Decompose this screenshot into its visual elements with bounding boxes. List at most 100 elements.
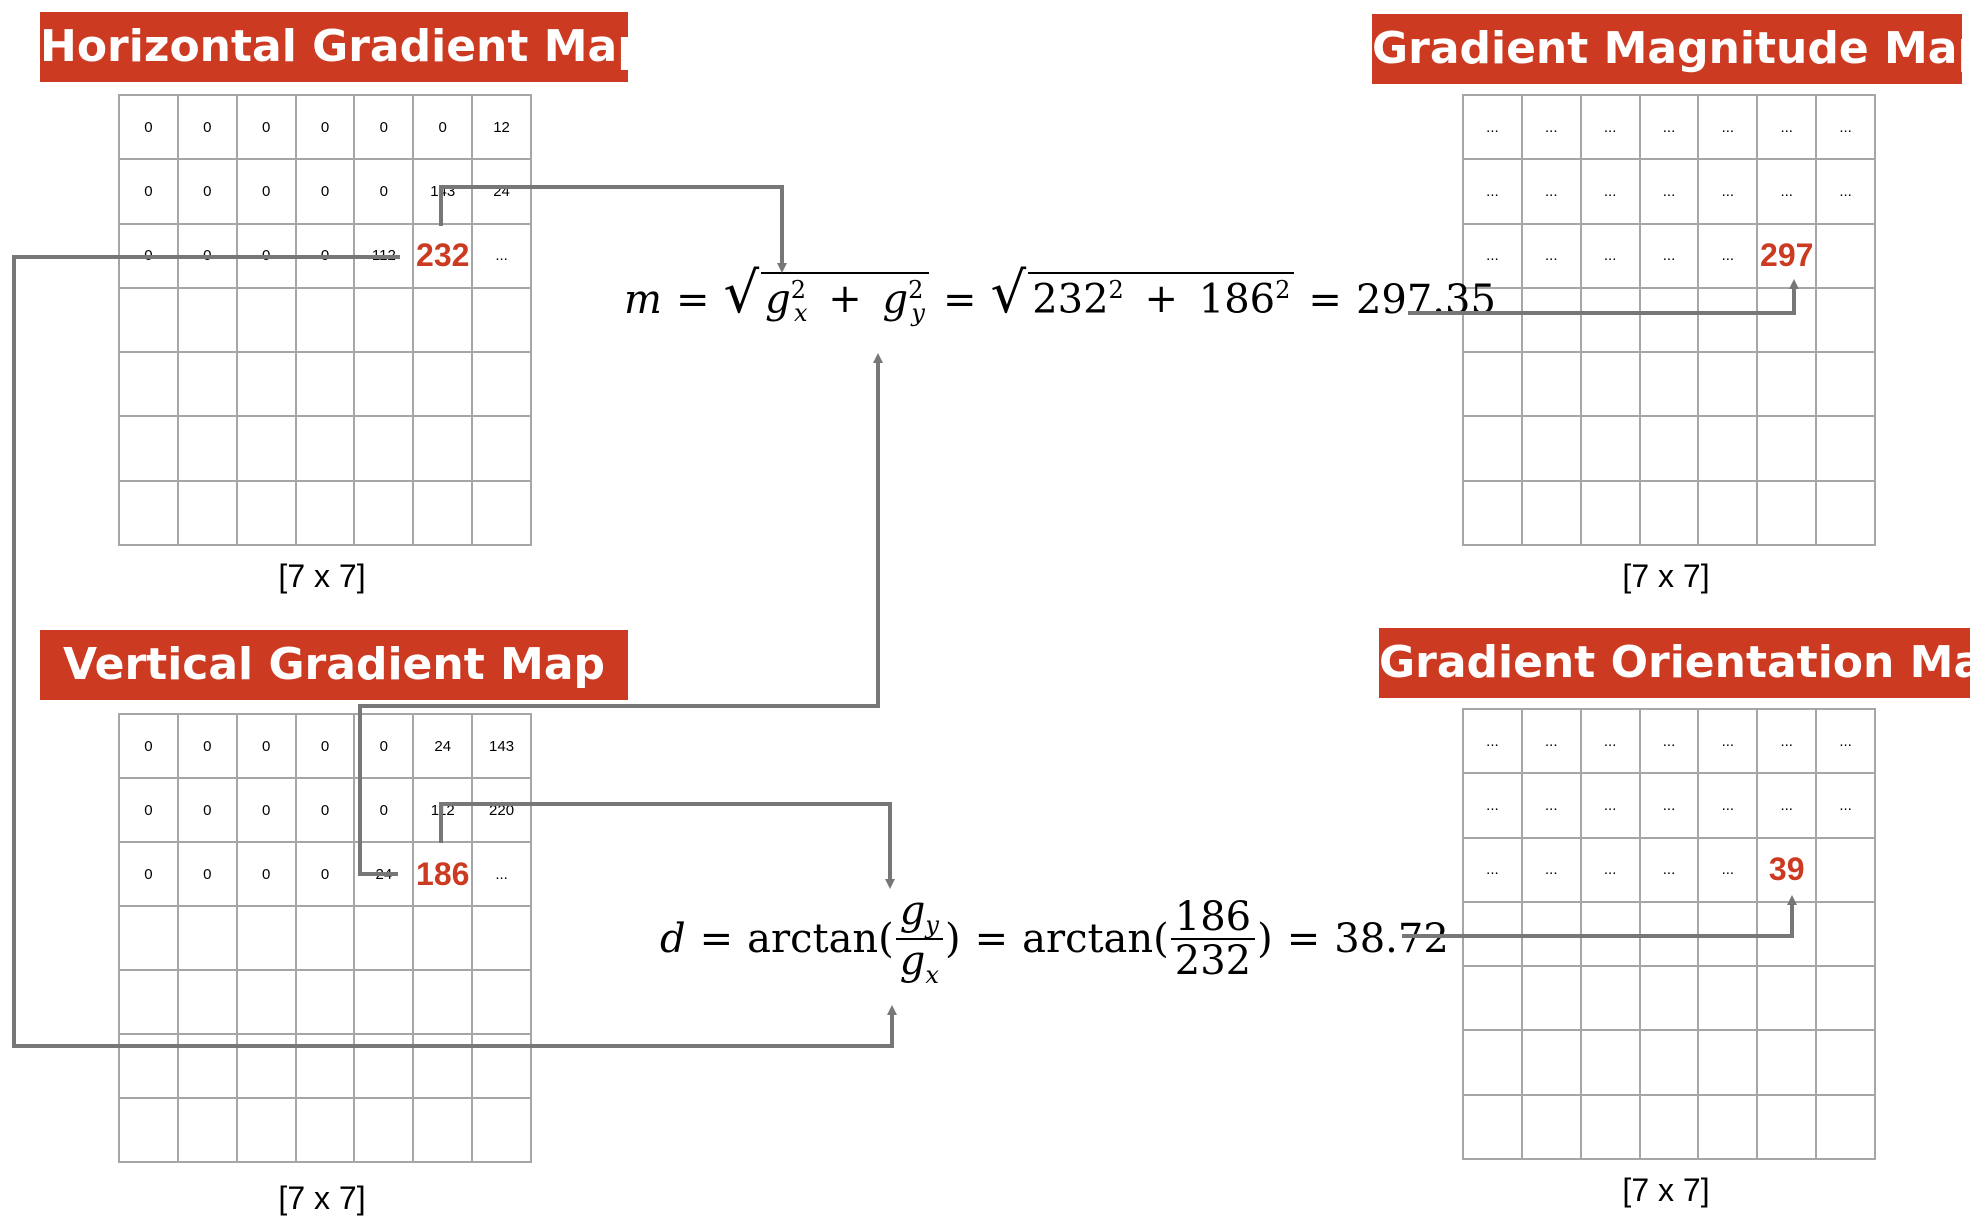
grid-cell: 0 xyxy=(120,843,179,907)
grid-cell xyxy=(1581,967,1641,1032)
grid-cell: 0 xyxy=(237,843,297,907)
grid-cell xyxy=(1640,1031,1700,1096)
grid-cell: ... xyxy=(1464,710,1523,775)
grid-cell xyxy=(414,907,474,971)
arrow-vgrad-to-gy2 xyxy=(358,353,883,876)
grid-cell xyxy=(1758,1095,1818,1160)
arrow-orientation-result xyxy=(1402,895,1797,938)
grid-cell: ... xyxy=(1581,224,1641,289)
grid-cell: 24 xyxy=(414,715,474,779)
grid-cell xyxy=(296,353,356,418)
grid-cell xyxy=(120,971,179,1035)
arrow-vgrad-to-gy-frac xyxy=(439,802,895,889)
grid-cell xyxy=(1640,417,1700,482)
grid-cell xyxy=(1817,288,1876,354)
grid-cell xyxy=(1581,481,1641,546)
grid-cell xyxy=(178,288,238,354)
symbolic-fraction: gy gx xyxy=(895,890,943,988)
grid-cell xyxy=(1817,967,1876,1032)
grid-cell: ... xyxy=(1699,224,1759,289)
grid-cell xyxy=(1817,838,1876,903)
grid-cell: 0 xyxy=(296,843,356,907)
grid-cell xyxy=(237,971,297,1035)
grid-cell: 0 xyxy=(237,96,297,161)
grid-cell xyxy=(1699,1095,1759,1160)
numeric-fraction: 186 232 xyxy=(1170,896,1256,982)
arrow-hgrad-to-gx-frac xyxy=(12,255,897,1048)
grid-cell xyxy=(237,1099,297,1163)
grid-cell: ... xyxy=(1464,774,1523,839)
grid-cell xyxy=(355,353,415,418)
vertical-map-title: Vertical Gradient Map xyxy=(40,630,628,700)
grid-cell xyxy=(296,481,356,546)
horizontal-grid-size-label: [7 x 7] xyxy=(278,558,366,594)
grid-cell: ... xyxy=(1581,774,1641,839)
grid-cell xyxy=(355,1099,415,1163)
grid-cell: 0 xyxy=(355,715,415,779)
magnitude-result: 297.35 xyxy=(1355,277,1496,323)
grid-cell: ... xyxy=(1522,96,1582,161)
grid-cell: ... xyxy=(1581,838,1641,903)
grid-cell: ... xyxy=(1464,160,1523,225)
grid-cell: 0 xyxy=(355,779,415,843)
magnitude-highlight-cell: 297 xyxy=(1758,224,1818,289)
grid-cell: 0 xyxy=(355,160,415,225)
sqrt-symbolic: √ g2x + g2y xyxy=(723,266,929,328)
grid-cell: 0 xyxy=(120,96,179,161)
grid-cell: ... xyxy=(1699,710,1759,775)
grid-cell: 0 xyxy=(178,96,238,161)
grid-cell xyxy=(296,907,356,971)
horizontal-map-title: Horizontal Gradient Map xyxy=(40,12,649,82)
grid-cell: ... xyxy=(1758,96,1818,161)
grid-cell: ... xyxy=(1758,774,1818,839)
grid-cell xyxy=(1522,353,1582,418)
grid-cell: 0 xyxy=(178,779,238,843)
grid-cell: ... xyxy=(1817,710,1876,775)
grid-cell xyxy=(473,481,532,546)
grid-cell xyxy=(1699,967,1759,1032)
grid-cell xyxy=(296,971,356,1035)
grid-cell: ... xyxy=(1699,774,1759,839)
grid-cell: 12 xyxy=(473,96,532,161)
grid-cell: ... xyxy=(1522,774,1582,839)
equals-sign: = xyxy=(675,277,710,323)
grid-cell xyxy=(1640,288,1700,354)
grid-cell: 0 xyxy=(296,96,356,161)
grid-cell: 0 xyxy=(120,160,179,225)
grid-cell xyxy=(414,288,474,354)
grid-cell xyxy=(473,417,532,482)
grid-cell: ... xyxy=(1464,838,1523,903)
grid-cell xyxy=(178,1035,238,1099)
grid-cell: ... xyxy=(1581,710,1641,775)
grid-cell: ... xyxy=(1522,224,1582,289)
grid-cell xyxy=(1522,1031,1582,1096)
grid-cell xyxy=(178,971,238,1035)
grid-cell xyxy=(178,907,238,971)
grid-cell xyxy=(1522,1095,1582,1160)
orientation-symbol: d xyxy=(660,916,686,963)
grid-cell: 0 xyxy=(237,779,297,843)
grid-cell: ... xyxy=(1699,838,1759,903)
grid-cell: ... xyxy=(1817,96,1876,161)
grid-cell xyxy=(1464,353,1523,418)
arrow-hgrad-to-gx2 xyxy=(439,185,787,273)
magnitude-symbol: m xyxy=(624,277,662,323)
grid-cell xyxy=(237,417,297,482)
grid-cell xyxy=(237,481,297,546)
grid-cell xyxy=(1817,902,1876,968)
magnitude-formula: m = √ g2x + g2y = √ 2322 + 1862 = 297.35 xyxy=(624,261,1496,328)
grid-cell xyxy=(296,288,356,354)
grid-cell xyxy=(414,481,474,546)
grid-cell xyxy=(355,288,415,354)
grid-cell xyxy=(1464,1095,1523,1160)
grid-cell xyxy=(1640,481,1700,546)
grid-cell xyxy=(473,1035,532,1099)
orientation-result: 38.72 xyxy=(1334,916,1449,963)
grid-cell xyxy=(414,1099,474,1163)
grid-cell xyxy=(473,971,532,1035)
grid-cell xyxy=(120,1035,179,1099)
vertical-highlight-cell: 186 xyxy=(414,843,474,907)
grid-cell xyxy=(1640,1095,1700,1160)
